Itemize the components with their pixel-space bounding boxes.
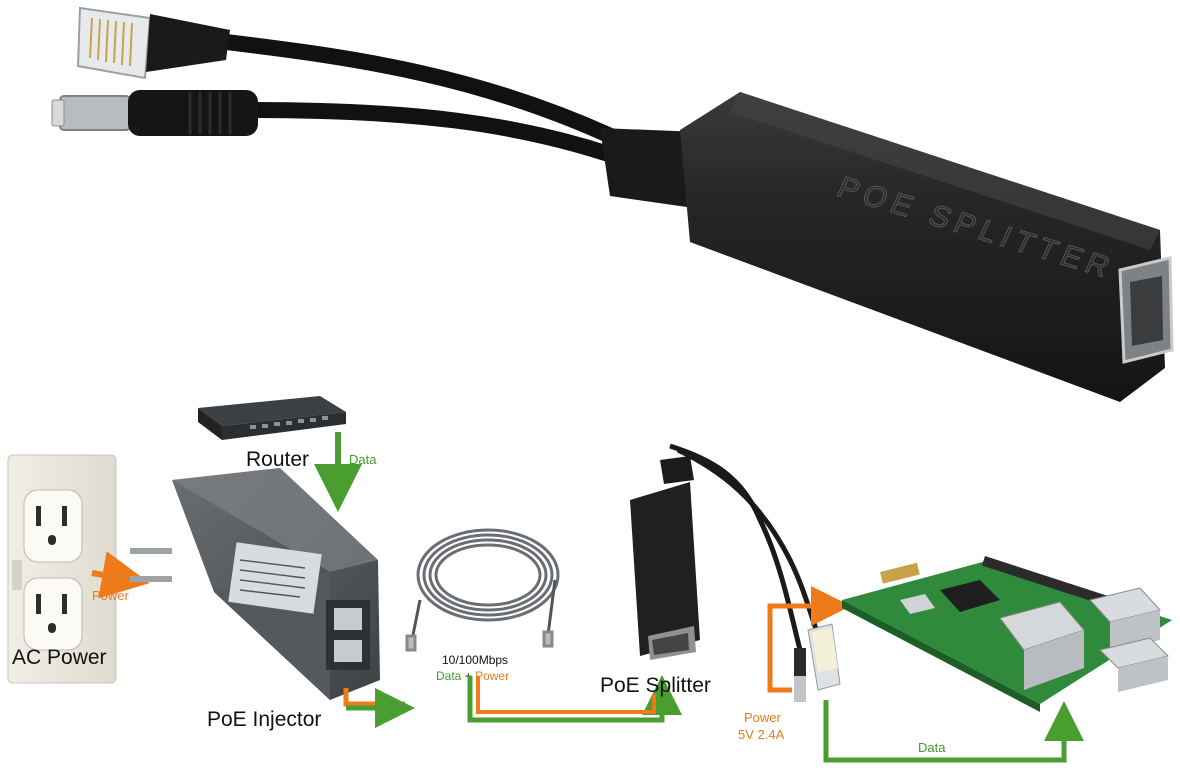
router-data-label: Data — [349, 452, 377, 467]
cable-boot — [600, 128, 708, 210]
cable-to-splitter-arrow — [467, 675, 682, 723]
poe-injector-icon — [130, 468, 380, 700]
ac-power-label: AC Power — [12, 646, 107, 669]
raspberry-pi-board-icon — [842, 556, 1172, 712]
injector-output-arrow — [343, 688, 405, 707]
power-arrow-label: Power — [92, 588, 130, 603]
splitter-power-arrow — [767, 586, 851, 693]
cable-data-power-label: Data + Power — [436, 669, 509, 683]
dc-cable — [242, 102, 648, 173]
product-photo: POE SPLITTER — [51, 6, 1174, 402]
splitter-data-arrow — [823, 700, 1084, 763]
cable-speed-label: 10/100Mbps — [442, 653, 508, 667]
poe-splitter-label: PoE Splitter — [600, 674, 711, 697]
splitter-body: POE SPLITTER — [680, 92, 1174, 402]
ethernet-cable-coil-icon — [405, 528, 560, 652]
out-spec-label: 5V 2.4A — [738, 727, 785, 742]
poe-splitter-small-icon — [630, 443, 841, 702]
dc-barrel-plug-icon — [51, 90, 258, 136]
out-power-label: Power — [744, 710, 782, 725]
power-arrow-ac — [91, 551, 150, 599]
router-label: Router — [246, 448, 309, 471]
ethernet-cable — [202, 32, 648, 158]
router-icon — [198, 396, 346, 440]
poe-injector-label: PoE Injector — [207, 708, 321, 731]
out-data-label: Data — [918, 740, 946, 755]
rj45-plug-icon — [76, 6, 230, 80]
